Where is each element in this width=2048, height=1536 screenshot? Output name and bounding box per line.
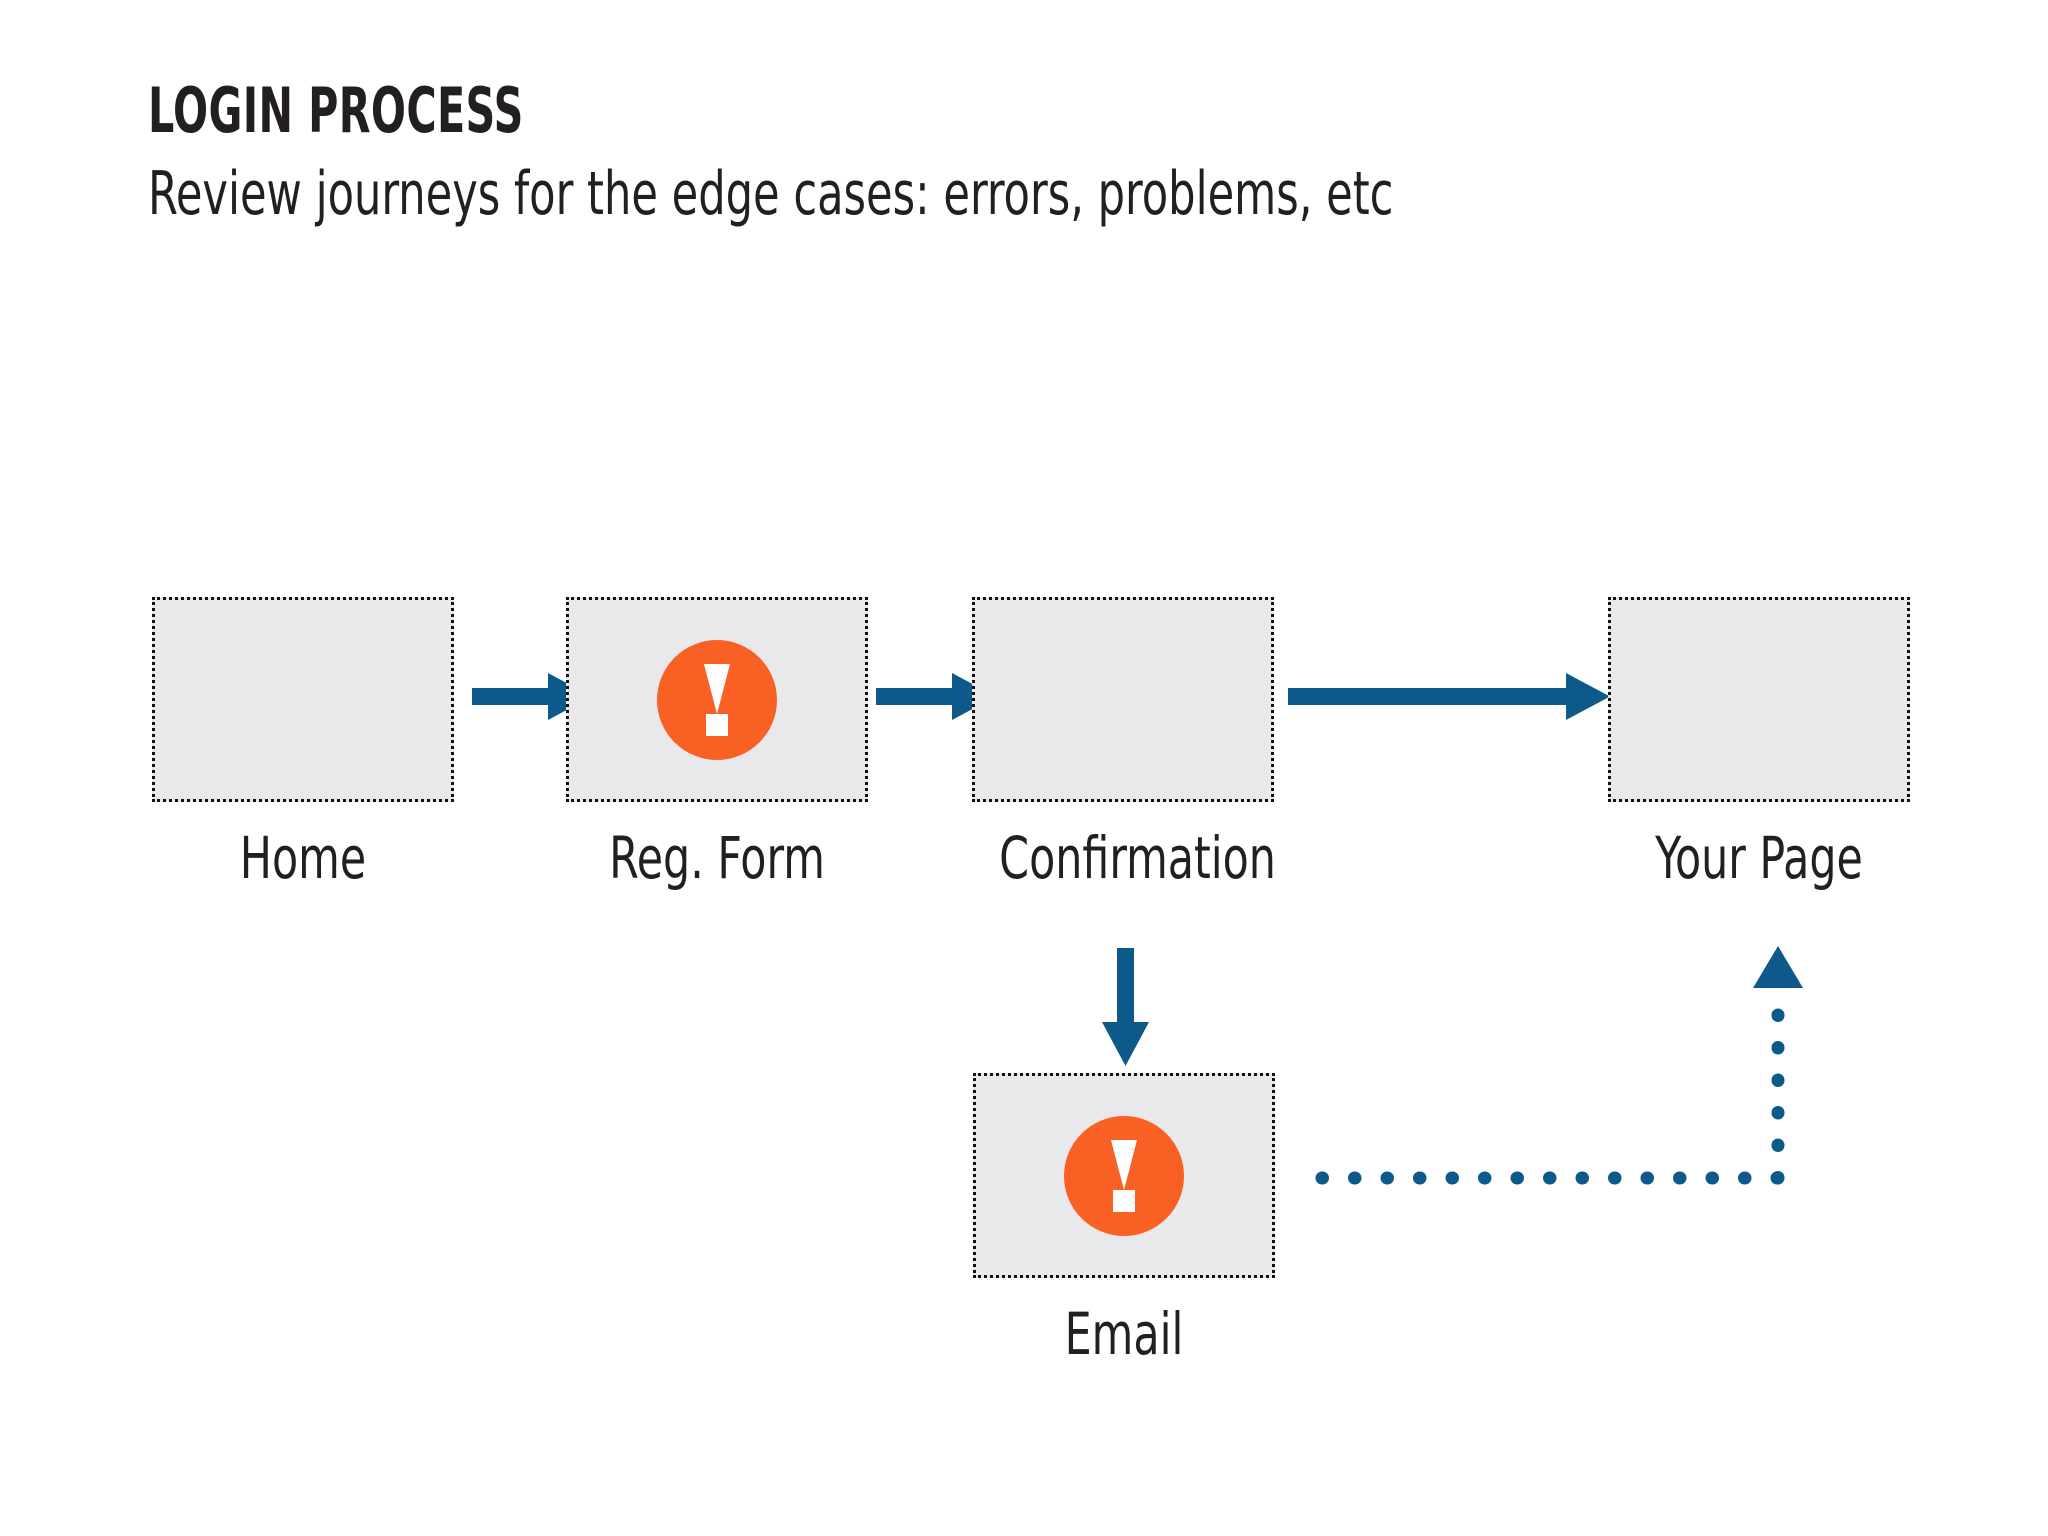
connector-email-to-your-page-dotted [1315,946,1803,1185]
node-email[interactable]: Email [973,1073,1275,1366]
header: LOGIN PROCESS Review journeys for the ed… [148,78,1948,230]
node-reg-form[interactable]: Reg. Form [566,597,868,890]
node-reg-form-label: Reg. Form [609,824,825,892]
exclamation-stem [1111,1139,1137,1190]
node-your-page-box[interactable] [1608,597,1910,802]
page-subtitle: Review journeys for the edge cases: erro… [148,159,1394,229]
node-home-label: Home [239,824,367,892]
exclamation-alert-icon [657,639,777,760]
page-title: LOGIN PROCESS [148,74,524,147]
node-home[interactable]: Home [152,597,454,890]
exclamation-dot [706,713,728,736]
connector-confirmation-to-your-page [1288,673,1610,720]
node-confirmation[interactable]: Confirmation [972,597,1276,892]
node-email-box[interactable] [973,1073,1275,1278]
exclamation-dot [1113,1189,1135,1212]
node-email-label: Email [1064,1300,1184,1368]
exclamation-stem [704,663,730,714]
exclamation-alert-icon [1064,1115,1184,1236]
connector-confirmation-to-email [1102,948,1149,1066]
node-confirmation-label: Confirmation [999,824,1276,892]
node-your-page[interactable]: Your Page [1608,597,1910,890]
node-confirmation-box[interactable] [972,597,1274,802]
node-your-page-label: Your Page [1655,824,1863,892]
node-reg-form-box[interactable] [566,597,868,802]
node-home-box[interactable] [152,597,454,802]
